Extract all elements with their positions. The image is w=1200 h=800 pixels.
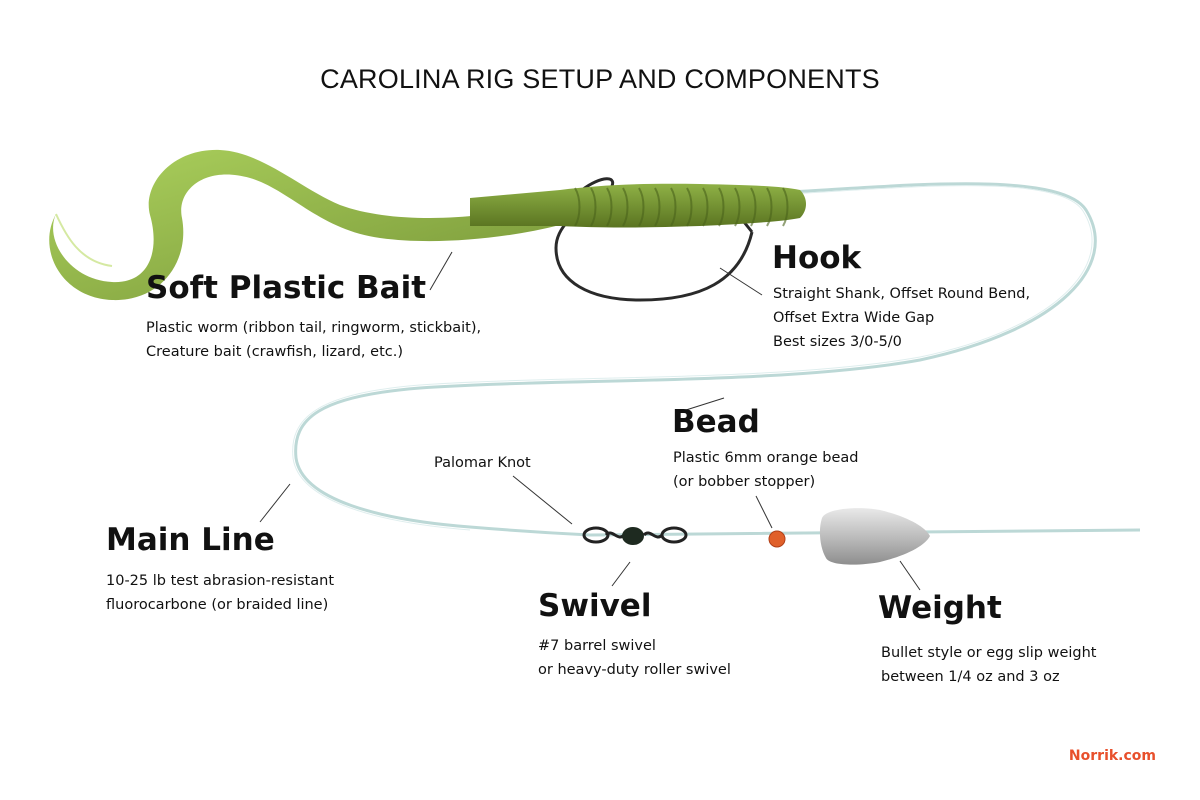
hook-heading: Hook (772, 240, 862, 276)
bead-shape (768, 530, 786, 548)
worm-ring (638, 187, 645, 227)
desc-line: #7 barrel swivel (538, 638, 656, 654)
soft-plastic-bait-heading: Soft Plastic Bait (146, 270, 427, 306)
worm-ring (622, 187, 629, 227)
palomar-knot-label: Palomar Knot (434, 455, 531, 471)
desc-line: fluorocarbone (or braided line) (106, 597, 329, 613)
swivel-description: #7 barrel swivel or heavy-duty roller sw… (538, 634, 731, 682)
fishing-line (294, 182, 1141, 537)
desc-line: 10-25 lb test abrasion-resistant (106, 573, 334, 589)
desc-line: Bullet style or egg slip weight (881, 645, 1097, 661)
worm-ring (686, 187, 693, 227)
desc-line: Plastic 6mm orange bead (673, 450, 859, 466)
main-line-description: 10-25 lb test abrasion-resistant fluoroc… (106, 569, 334, 617)
weight-description: Bullet style or egg slip weight between … (881, 641, 1096, 689)
worm-ring (734, 187, 741, 227)
worm-ring (606, 187, 613, 227)
desc-line: Straight Shank, Offset Round Bend, (773, 286, 1031, 302)
desc-line: or heavy-duty roller swivel (538, 662, 731, 678)
bead-description: Plastic 6mm orange bead (or bobber stopp… (673, 446, 858, 494)
pointer-lines (259, 251, 921, 591)
hook-description: Straight Shank, Offset Round Bend, Offse… (773, 282, 1030, 354)
desc-line: between 1/4 oz and 3 oz (881, 669, 1060, 685)
soft-plastic-bait-description: Plastic worm (ribbon tail, ringworm, sti… (146, 316, 481, 364)
worm-ring (766, 187, 773, 227)
desc-line: Plastic worm (ribbon tail, ringworm, sti… (146, 320, 482, 336)
worm-tail-highlight (55, 213, 113, 267)
worm-ring (654, 187, 661, 227)
desc-line: (or bobber stopper) (673, 474, 816, 490)
weight-heading: Weight (878, 590, 1002, 626)
worm-ring (750, 187, 757, 227)
worm-ring (670, 187, 677, 227)
main-line-heading: Main Line (106, 522, 275, 558)
fishing-line-highlight (292, 185, 1093, 531)
swivel-heading: Swivel (538, 588, 652, 624)
worm-ring (574, 187, 581, 227)
worm-ring (718, 187, 725, 227)
desc-line: Creature bait (crawfish, lizard, etc.) (146, 344, 403, 360)
weight-shape (819, 508, 930, 565)
worm-ring (590, 187, 597, 227)
worm-rings (574, 187, 789, 227)
swivel-shape (582, 526, 688, 545)
desc-line: Offset Extra Wide Gap (773, 310, 935, 326)
desc-line: Best sizes 3/0-5/0 (773, 334, 902, 350)
worm-tail (49, 149, 561, 301)
bead-heading: Bead (672, 404, 760, 440)
site-credit: Norrik.com (1068, 748, 1156, 764)
worm-ring (702, 187, 709, 227)
worm-ring (782, 187, 789, 227)
diagram-title: CAROLINA RIG SETUP AND COMPONENTS (320, 64, 880, 94)
hook-point (742, 221, 754, 233)
